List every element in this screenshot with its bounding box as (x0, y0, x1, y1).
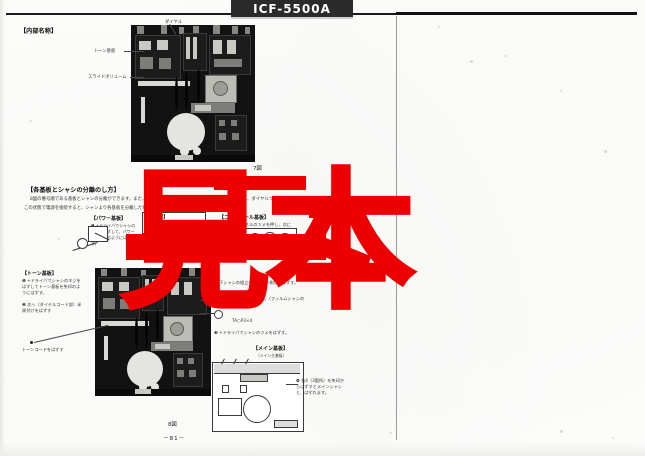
step-main-board-3: ❸ +ドライバでシャシのツメをはずす。 (214, 330, 290, 335)
scan-edge-left (0, 0, 5, 456)
callout-slide-volume-top: スライドボリューム (88, 75, 127, 80)
label-tone-code: トーンコードをはずす (22, 347, 64, 352)
heading-board-separation: 【各基板とシャシの分離のし方】 (27, 187, 120, 194)
note-main-board-screw: TA○P3×4 (232, 318, 253, 323)
figure-8-caption: 8図 (168, 422, 177, 428)
heading-control-board: 【コントロール基板】 (219, 215, 270, 221)
heading-tone-board: 【トーン基板】 (22, 271, 57, 277)
subboard-callout-box (142, 212, 206, 234)
model-banner-text: ICF-5500A (253, 1, 331, 16)
step-sub-board-1: シャシの爪を押す (145, 223, 179, 228)
chassis-photo-bottom (95, 268, 211, 396)
watermark-stroke-top (214, 176, 306, 190)
callout-tone-board-top: トーン基板 (94, 49, 116, 54)
step-tone-board-1: ❶ +ドライバでシャシのネジをはずしてトーン基板を矢印のようにはずす。 (22, 278, 81, 295)
heading-sub-board: 【子基板】 (145, 215, 168, 220)
watermark-stroke-right (309, 206, 366, 218)
heading-power-board: 【パワー基板】 (91, 216, 127, 222)
step-tone-board-2: ❷ 次へ（ダイヤルコード部）半周付けをはずす (22, 302, 82, 313)
step-main-board-1: ❶ 下シャシの組立をバリコン側からはずす。 (214, 280, 299, 285)
page-gutter-line (396, 16, 397, 440)
banner-shadow (231, 17, 353, 19)
watermark-stroke-mid (126, 234, 326, 260)
model-banner: ICF-5500A (231, 0, 353, 17)
body-text-separation-2: この状態で電源を接続すると、シャシより各基板を分離した状態で動作させることができ… (24, 206, 213, 211)
body-text-separation-1: 8図の番号順である基板とシャシの分離ができます。また、必要な部分のみを分離するこ… (30, 197, 317, 202)
watermark-stroke-diagonal (316, 236, 372, 274)
step-main-board-2: ❷ フィルムシャシをはずす。（フィルムシャシのはずし方参照） (214, 296, 305, 307)
callout-dial-top: ダイヤル (165, 20, 183, 25)
page-number: －81－ (163, 436, 186, 442)
heading-main-board: 【メイン基板】 (253, 346, 289, 352)
top-horizontal-rule-right (396, 12, 637, 15)
subheading-main-board: （メイン主基板） (256, 353, 287, 358)
heading-internal-names: 【内部名称】 (20, 28, 58, 35)
chassis-photo-top (131, 25, 255, 162)
step-main-board-4: ❹ 各4（3箇所）を矢印からはずすとメインシャシと、はずれます。 (296, 378, 345, 395)
scan-edge-bottom (0, 442, 645, 456)
figure-7-caption: 7図 (253, 166, 262, 172)
